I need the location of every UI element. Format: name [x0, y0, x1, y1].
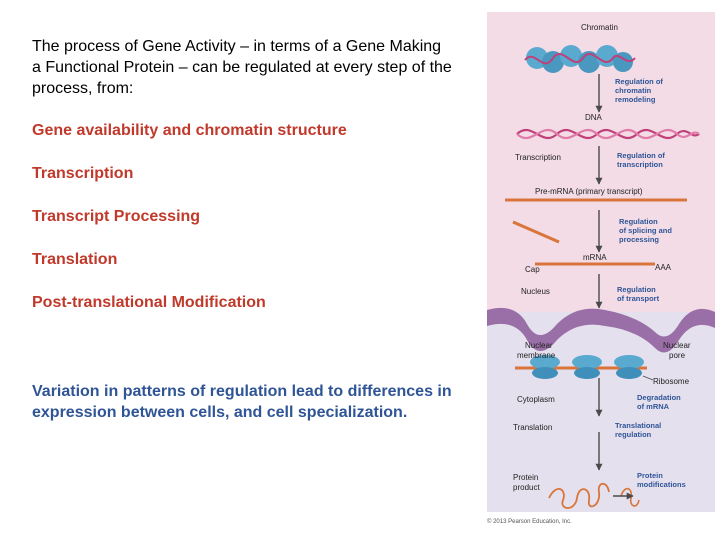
- summary-text: Variation in patterns of regulation lead…: [32, 383, 452, 421]
- regulation-splicing-label: processing: [619, 235, 659, 244]
- translation-label: Translation: [513, 423, 552, 432]
- ribosome-leader: [642, 375, 654, 381]
- dna-label: DNA: [585, 113, 603, 122]
- mrna-label: mRNA: [583, 253, 607, 262]
- aaa-label: AAA: [655, 263, 672, 272]
- dna-helix: [516, 128, 700, 140]
- list-item: Transcription: [32, 165, 134, 182]
- regulation-splicing-label: of splicing and: [619, 226, 672, 235]
- regulation-chromatin-label: Regulation of: [615, 77, 663, 86]
- protein-modifications-label: Protein: [637, 471, 663, 480]
- gene-regulation-figure: Chromatin DNA Transcription Pre-mRNA (pr…: [487, 12, 715, 527]
- degradation-label: of mRNA: [637, 402, 670, 411]
- list-item: Post-translational Modification: [32, 294, 266, 311]
- protein-modifications-label: modifications: [637, 480, 686, 489]
- protein-product-label: product: [513, 483, 540, 492]
- translational-regulation-label: regulation: [615, 430, 652, 439]
- text-column: The process of Gene Activity – in terms …: [32, 36, 452, 335]
- transcription-label: Transcription: [515, 153, 561, 162]
- copyright-text: © 2013 Pearson Education, Inc.: [487, 518, 572, 525]
- chromatin-label: Chromatin: [581, 23, 618, 32]
- nuclear-pore-label: Nuclear: [663, 341, 691, 350]
- intro-text: The process of Gene Activity – in terms …: [32, 38, 452, 97]
- regulation-transcription-label: transcription: [617, 160, 663, 169]
- protein-product-label: Protein: [513, 473, 538, 482]
- nuclear-membrane-label: membrane: [517, 351, 556, 360]
- translational-regulation-label: Translational: [615, 421, 661, 430]
- regulation-transport-label: of transport: [617, 294, 660, 303]
- chromatin-illustration: [524, 45, 636, 73]
- intron-fragment: [512, 220, 560, 244]
- nuclear-membrane: [487, 307, 715, 353]
- list-item: Transcript Processing: [32, 208, 201, 225]
- nucleus-label: Nucleus: [521, 287, 550, 296]
- ribosome-label: Ribosome: [653, 377, 690, 386]
- protein-product-illustration: [548, 482, 610, 509]
- list-item: Gene availability and chromatin structur…: [32, 122, 347, 139]
- regulation-splicing-label: Regulation: [619, 217, 658, 226]
- nuclear-pore-label: pore: [669, 351, 686, 360]
- cap-label: Cap: [525, 265, 540, 274]
- list-item: Translation: [32, 251, 118, 268]
- process-arrows: [595, 74, 634, 500]
- degradation-label: Degradation: [637, 393, 681, 402]
- pre-mrna-label: Pre-mRNA (primary transcript): [535, 187, 643, 196]
- regulation-chromatin-label: remodeling: [615, 95, 656, 104]
- regulation-transport-label: Regulation: [617, 285, 656, 294]
- regulation-chromatin-label: chromatin: [615, 86, 652, 95]
- ribosome-icon: [530, 355, 644, 379]
- nuclear-membrane-label: Nuclear: [525, 341, 553, 350]
- regulation-transcription-label: Regulation of: [617, 151, 665, 160]
- cytoplasm-label: Cytoplasm: [517, 395, 555, 404]
